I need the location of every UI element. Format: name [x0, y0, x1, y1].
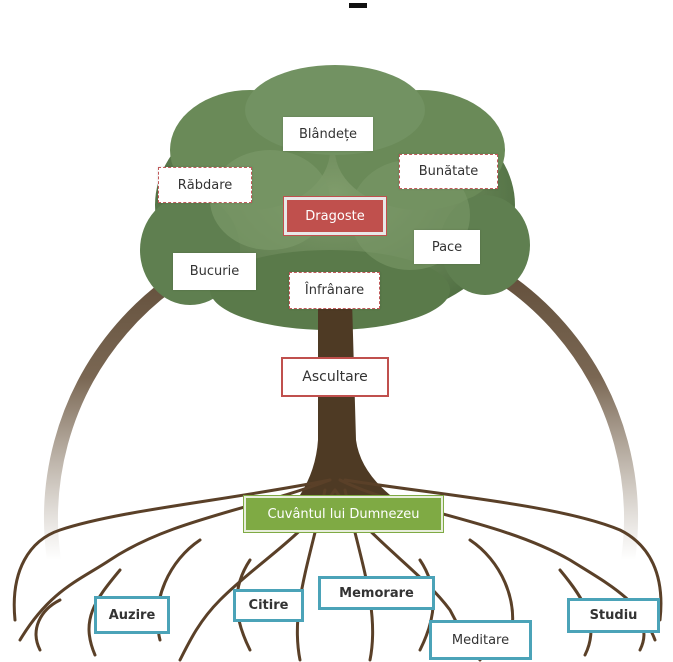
- tree-trunk: [300, 300, 390, 495]
- top-mark: [349, 3, 367, 8]
- fruit-dragoste-center: Dragoste: [283, 196, 387, 236]
- fruit-blandete: Blândețe: [283, 117, 373, 151]
- fruit-rabdare: Răbdare: [158, 167, 252, 203]
- fruit-bucurie: Bucurie: [173, 253, 256, 290]
- root-studiu: Studiu: [567, 598, 660, 633]
- trunk-ascultare: Ascultare: [281, 357, 389, 397]
- root-memorare: Memorare: [318, 576, 435, 610]
- fruit-infranare: Înfrânare: [289, 272, 380, 309]
- root-auzire: Auzire: [94, 596, 170, 634]
- base-cuvantul-lui-dumnezeu: Cuvântul lui Dumnezeu: [244, 496, 443, 532]
- root-meditare: Meditare: [429, 620, 532, 660]
- fruit-bunatate: Bunătate: [399, 154, 498, 189]
- root-citire: Citire: [233, 589, 304, 622]
- fruit-pace: Pace: [414, 230, 480, 264]
